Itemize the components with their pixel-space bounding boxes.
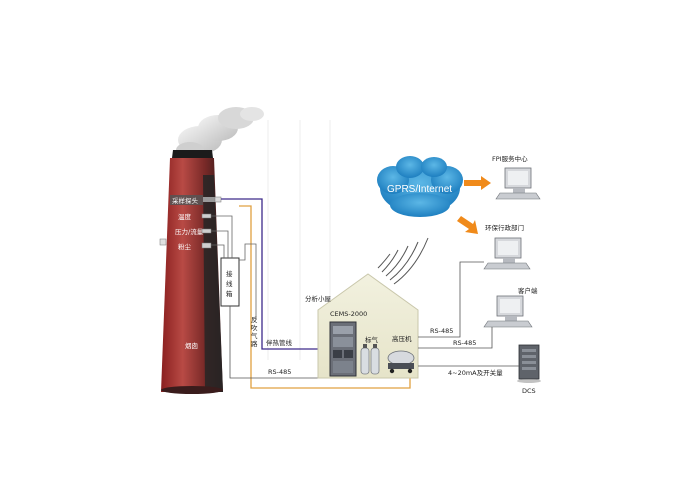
cabinet-label: CEMS-2000	[330, 310, 367, 318]
gas-label: 标气	[365, 335, 379, 344]
network-wiring	[418, 261, 519, 367]
client-label: 客户端	[518, 286, 538, 295]
analog-label: 4~20mA及开关量	[448, 368, 503, 377]
svg-text:反: 反	[251, 315, 258, 324]
arrow-to-epa	[457, 216, 478, 234]
dcs-server-icon	[517, 344, 541, 383]
rs485-top-label: RS-485	[430, 327, 453, 335]
junction-box-label-1: 接	[226, 269, 233, 278]
compressor-label: 高压机	[392, 334, 412, 343]
client-computer-icon	[483, 295, 533, 328]
junction-box: 接 线 箱	[220, 257, 240, 307]
epa-label: 环保行政部门	[485, 223, 524, 232]
probe-label-temperature: 温度	[178, 212, 192, 221]
rs485-left-label: RS-485	[268, 368, 291, 376]
arrow-to-fpi	[464, 176, 491, 190]
rs485-mid-label: RS-485	[453, 339, 476, 347]
probe-label-pressure-flow: 压力/流量	[175, 227, 204, 236]
cloud-label: GPRS/Internet	[387, 184, 452, 195]
probes: 采样探头 温度 压力/流量 粉尘	[159, 195, 222, 251]
wiring	[211, 198, 411, 389]
svg-text:气: 气	[251, 331, 258, 340]
backblow-label: 反 吹 气 路	[251, 315, 258, 348]
probe-label-dust: 粉尘	[178, 242, 192, 251]
wireless-signal-icon	[377, 237, 429, 285]
junction-box-label-3: 箱	[226, 289, 233, 298]
svg-text:吹: 吹	[251, 323, 258, 332]
svg-text:路: 路	[251, 339, 258, 348]
analysis-shelter: 分析小屋 CEMS-2000 标气 高压机	[305, 273, 419, 379]
shelter-title: 分析小屋	[305, 294, 332, 303]
fpi-label: FPI服务中心	[492, 154, 528, 163]
junction-box-label-2: 线	[226, 279, 233, 288]
chimney: 烟囱	[161, 150, 223, 394]
heat-trace-label: 伴热管线	[266, 338, 293, 347]
stack-label: 烟囱	[185, 341, 198, 350]
fpi-computer-icon	[495, 167, 541, 200]
gprs-cloud: GPRS/Internet	[377, 156, 463, 217]
epa-computer-icon	[483, 237, 531, 270]
dcs-label: DCS	[522, 387, 536, 395]
probe-label-sampling: 采样探头	[172, 196, 199, 205]
